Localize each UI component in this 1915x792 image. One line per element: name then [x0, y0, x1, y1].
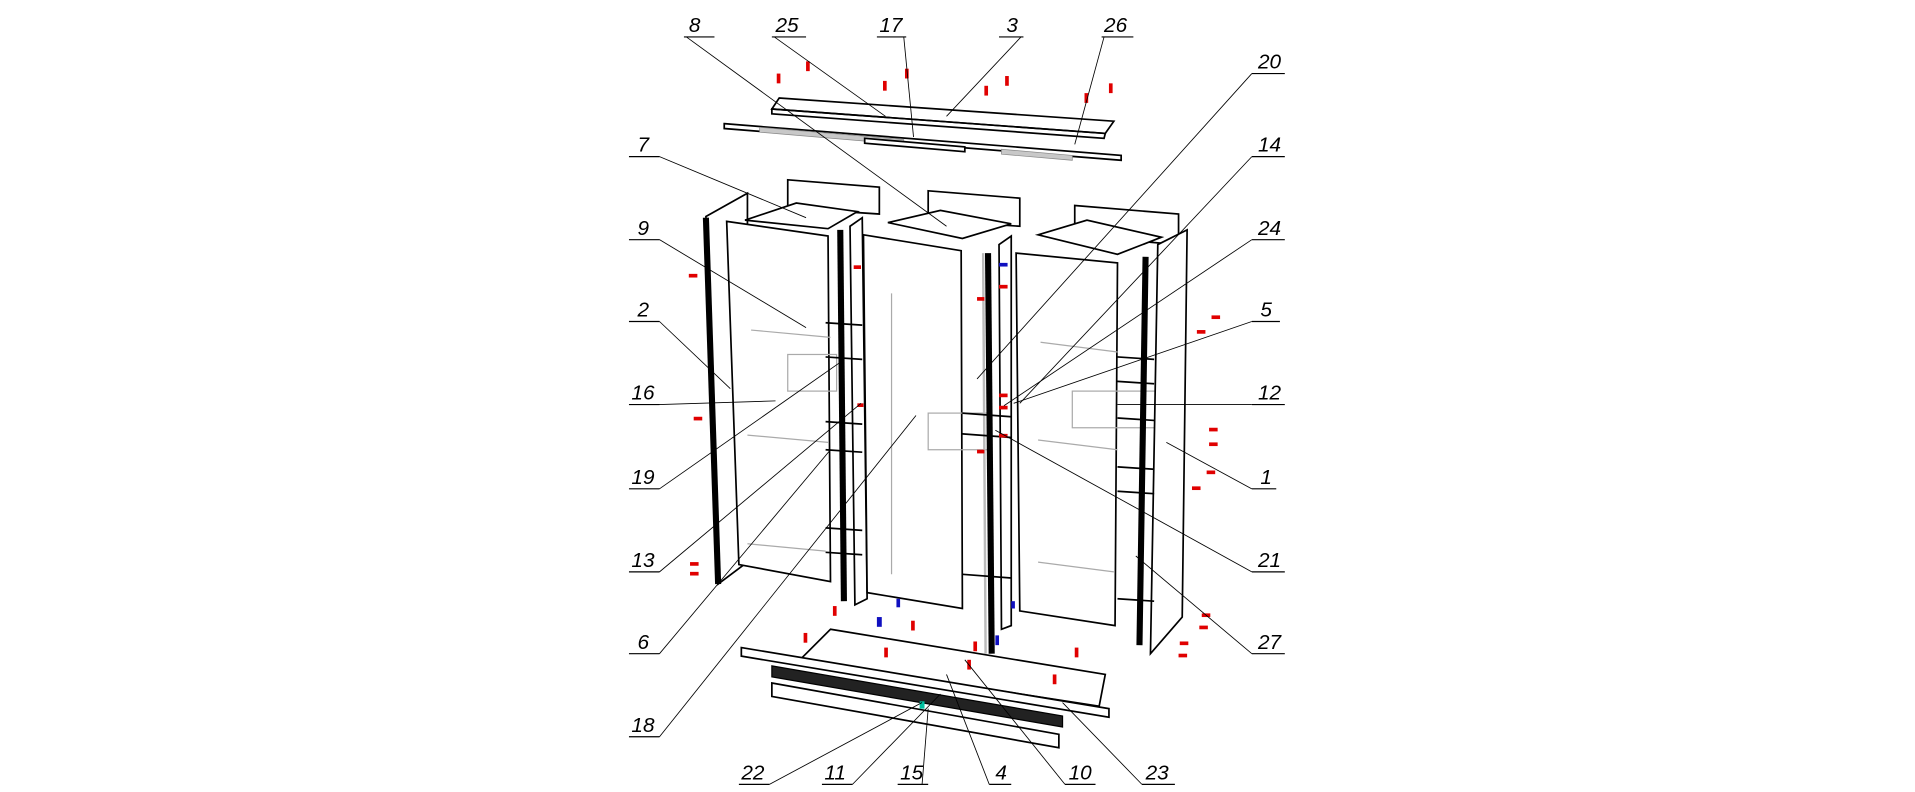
svg-text:9: 9: [638, 217, 650, 240]
label-12: 12: [1117, 382, 1285, 406]
svg-text:13: 13: [631, 549, 655, 572]
svg-text:3: 3: [1006, 14, 1018, 37]
label-15: 15: [897, 708, 929, 785]
label-18: 18: [628, 415, 917, 738]
svg-text:6: 6: [638, 631, 650, 654]
plinth-rail-back: [740, 646, 1110, 719]
top-panel: [770, 97, 1116, 135]
svg-text:27: 27: [1257, 631, 1283, 654]
label-21: 21: [995, 429, 1285, 573]
svg-text:4: 4: [995, 761, 1007, 784]
label-2: 2: [628, 299, 731, 389]
svg-text:22: 22: [740, 761, 765, 784]
label-25: 25: [771, 14, 886, 117]
right-unit: [1015, 204, 1188, 657]
svg-text:2: 2: [637, 299, 650, 322]
door-left: [725, 220, 832, 583]
svg-text:23: 23: [1145, 761, 1170, 784]
svg-text:25: 25: [775, 14, 800, 37]
svg-text:15: 15: [900, 761, 924, 784]
carcass-top-right: [1034, 219, 1165, 256]
svg-text:8: 8: [689, 14, 701, 37]
door-middle: [862, 233, 964, 610]
base-assembly: [740, 628, 1110, 749]
carcass-top-middle: [887, 209, 1012, 240]
svg-text:17: 17: [879, 14, 904, 37]
svg-text:1: 1: [1260, 466, 1272, 489]
label-16: 16: [628, 382, 776, 406]
svg-text:24: 24: [1257, 217, 1281, 240]
label-23: 23: [1062, 702, 1175, 785]
plinth-strip: [771, 665, 1064, 728]
svg-text:5: 5: [1260, 299, 1272, 322]
svg-text:12: 12: [1258, 382, 1282, 405]
label-24: 24: [1003, 217, 1285, 407]
label-22: 22: [738, 702, 923, 785]
svg-text:26: 26: [1103, 14, 1128, 37]
label-3: 3: [946, 14, 1024, 117]
svg-text:18: 18: [631, 714, 655, 737]
label-20: 20: [976, 51, 1285, 380]
svg-text:16: 16: [631, 382, 655, 405]
label-10: 10: [964, 659, 1096, 785]
label-11: 11: [821, 693, 941, 785]
door-right: [1015, 252, 1119, 627]
left-unit: [702, 178, 881, 607]
fasteners: [688, 61, 1221, 685]
svg-text:14: 14: [1258, 134, 1281, 157]
part-labels: 8 25 17 3 26 20 14 24 5 12 1 21 27 7 9 2…: [628, 14, 1285, 785]
label-14: 14: [1019, 134, 1285, 404]
label-6: 6: [628, 449, 831, 655]
top-assembly: [723, 97, 1123, 162]
svg-text:11: 11: [824, 761, 846, 784]
label-19: 19: [628, 360, 843, 490]
label-4: 4: [946, 674, 1012, 785]
svg-text:20: 20: [1257, 51, 1282, 74]
label-26: 26: [1074, 14, 1134, 145]
svg-text:7: 7: [638, 134, 651, 157]
label-7: 7: [628, 134, 807, 219]
svg-text:21: 21: [1257, 549, 1281, 572]
svg-text:19: 19: [631, 466, 655, 489]
label-17: 17: [876, 14, 914, 138]
svg-text:10: 10: [1069, 761, 1093, 784]
label-5: 5: [1013, 299, 1280, 404]
label-9: 9: [628, 217, 807, 328]
label-8: 8: [683, 14, 947, 227]
label-13: 13: [628, 402, 862, 573]
side-panel-right: [1149, 228, 1188, 657]
label-1: 1: [1166, 442, 1277, 490]
label-27: 27: [1135, 555, 1285, 655]
middle-unit: [862, 189, 1021, 654]
